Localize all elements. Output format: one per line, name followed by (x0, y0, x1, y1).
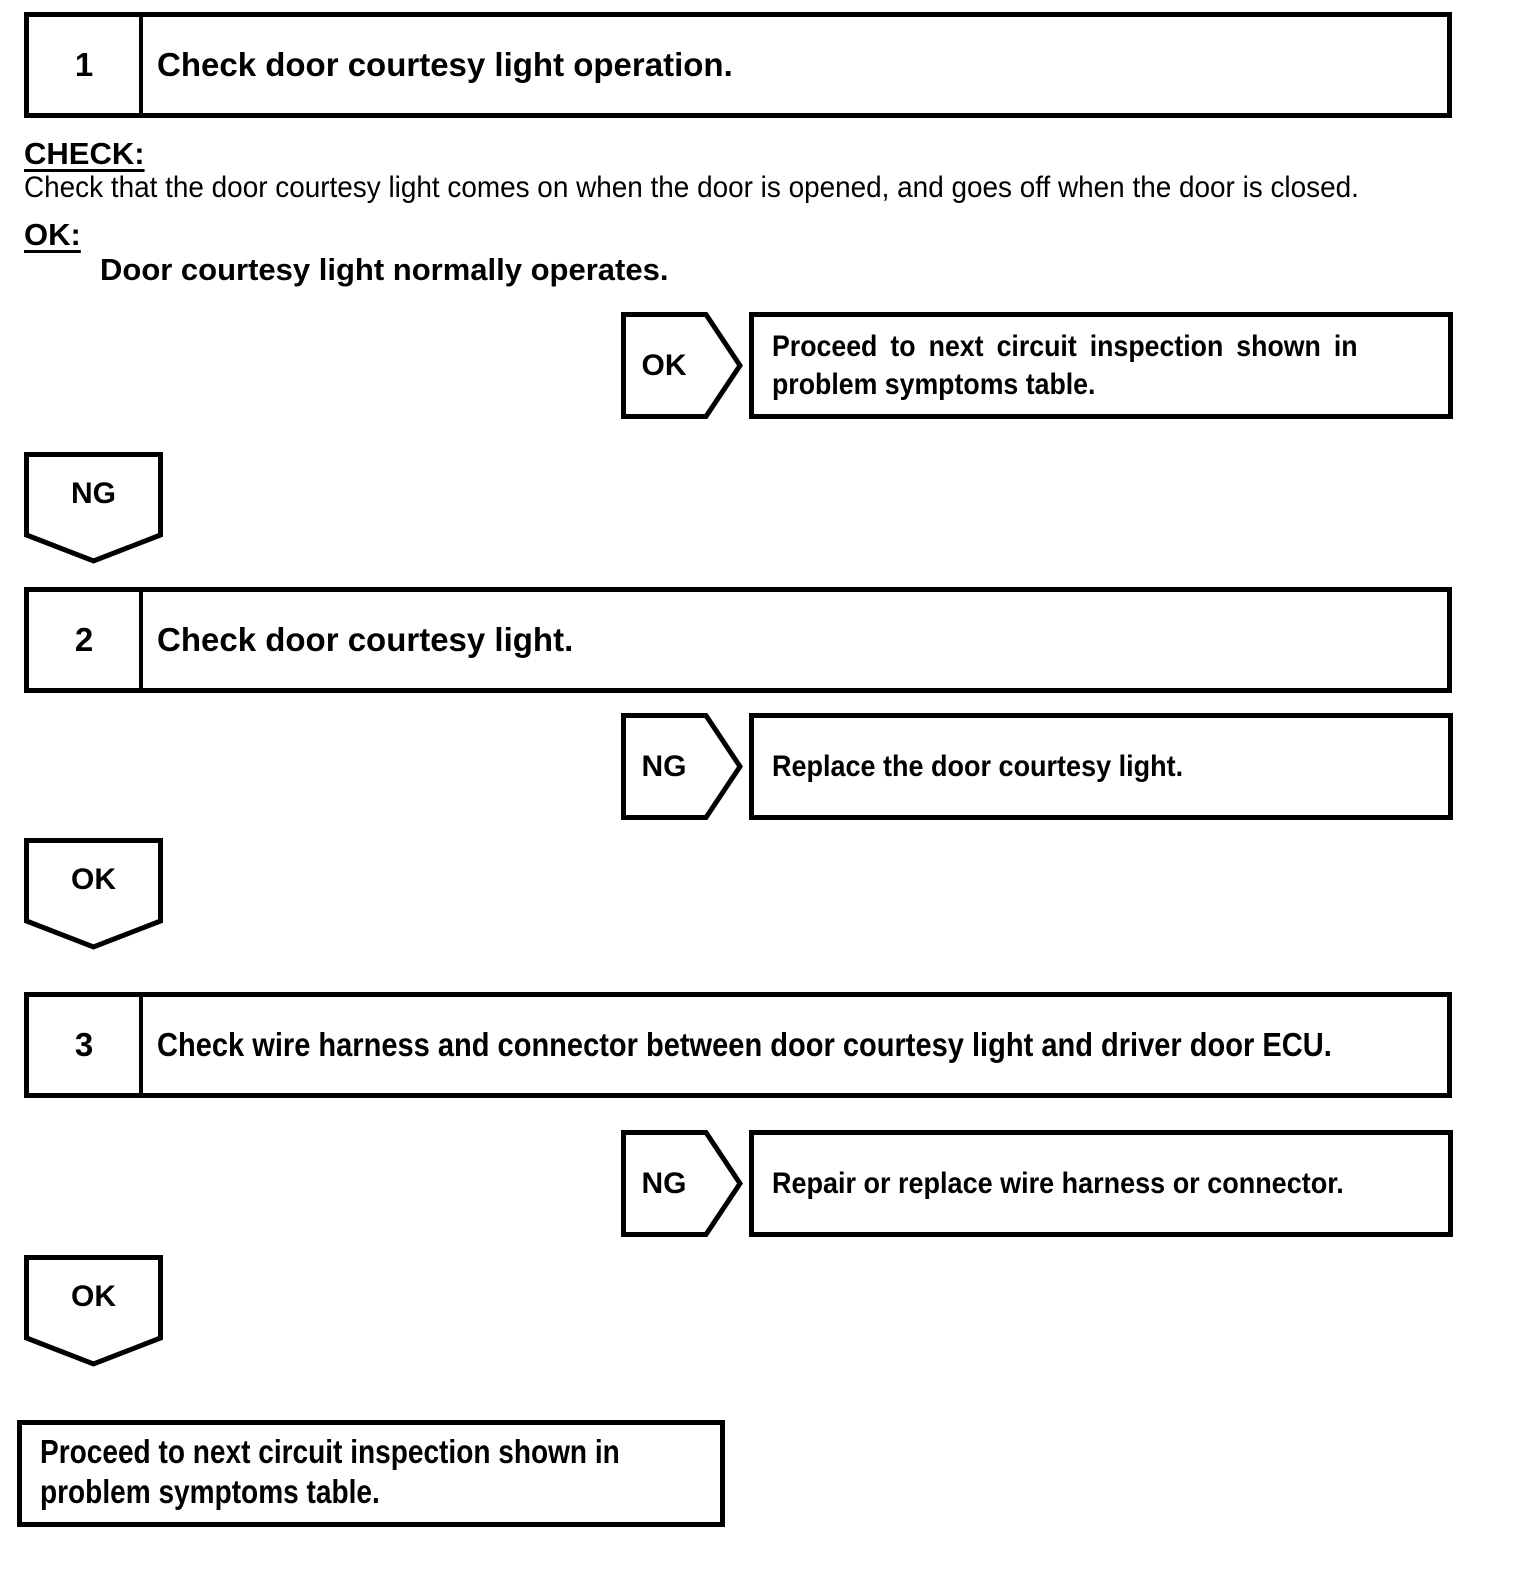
ok-connector-label: OK (71, 1280, 116, 1313)
ok-down-pentagon (24, 838, 163, 950)
step-3-number: 3 (29, 997, 143, 1093)
ng-arrow-pentagon (621, 713, 743, 820)
final-proceed-text: Proceed to next circuit inspection shown… (40, 1433, 620, 1510)
ng-arrow-label: NG (641, 1166, 687, 1200)
result-box-repair-harness: Repair or replace wire harness or connec… (749, 1130, 1453, 1237)
step-1-box: 1 Check door courtesy light operation. (24, 12, 1452, 118)
ok-connector-label: OK (71, 863, 116, 896)
ok-arrow-label: OK (641, 348, 687, 382)
ok-condition-text: Door courtesy light normally operates. (100, 252, 669, 287)
result-text: Repair or replace wire harness or connec… (772, 1166, 1344, 1200)
result-text: Replace the door courtesy light. (772, 749, 1184, 783)
step-1-title: Check door courtesy light operation. (143, 17, 1447, 113)
result-box-replace-light: Replace the door courtesy light. (749, 713, 1453, 820)
step-2-title-text: Check door courtesy light. (157, 621, 574, 658)
final-proceed-box: Proceed to next circuit inspection shown… (17, 1420, 725, 1527)
branch-ok-step1: OK Proceed to next circuit inspection sh… (0, 312, 1520, 419)
result-text: Proceed to next circuit inspection shown… (772, 329, 1358, 401)
step-1-number: 1 (29, 17, 143, 113)
ok-down-connector: OK (24, 838, 163, 950)
ng-down-pentagon (24, 452, 163, 564)
branch-ng-step2: NG Replace the door courtesy light. (0, 713, 1520, 820)
ok-down-connector-2: OK (24, 1255, 163, 1367)
step-2-title: Check door courtesy light. (143, 592, 1447, 688)
step-3-box: 3 Check wire harness and connector betwe… (24, 992, 1452, 1098)
step-3-title-text: Check wire harness and connector between… (157, 1026, 1332, 1063)
ng-down-connector: NG (24, 452, 163, 564)
check-label: CHECK: (24, 136, 145, 171)
step-1-title-text: Check door courtesy light operation. (157, 46, 733, 83)
ng-arrow-label: NG (641, 749, 687, 783)
result-box-proceed: Proceed to next circuit inspection shown… (749, 312, 1453, 419)
ng-connector-label: NG (71, 477, 116, 510)
ng-arrow-pentagon (621, 1130, 743, 1237)
branch-ng-step3: NG Repair or replace wire harness or con… (0, 1130, 1520, 1237)
check-instruction: Check that the door courtesy light comes… (24, 171, 1459, 205)
step-3-title: Check wire harness and connector between… (143, 997, 1520, 1093)
ok-label: OK: (24, 217, 81, 252)
step-2-box: 2 Check door courtesy light. (24, 587, 1452, 693)
check-instruction-text: Check that the door courtesy light comes… (24, 171, 1359, 204)
step-2-number: 2 (29, 592, 143, 688)
ok-arrow-pentagon (621, 312, 743, 419)
ok-down-pentagon (24, 1255, 163, 1367)
